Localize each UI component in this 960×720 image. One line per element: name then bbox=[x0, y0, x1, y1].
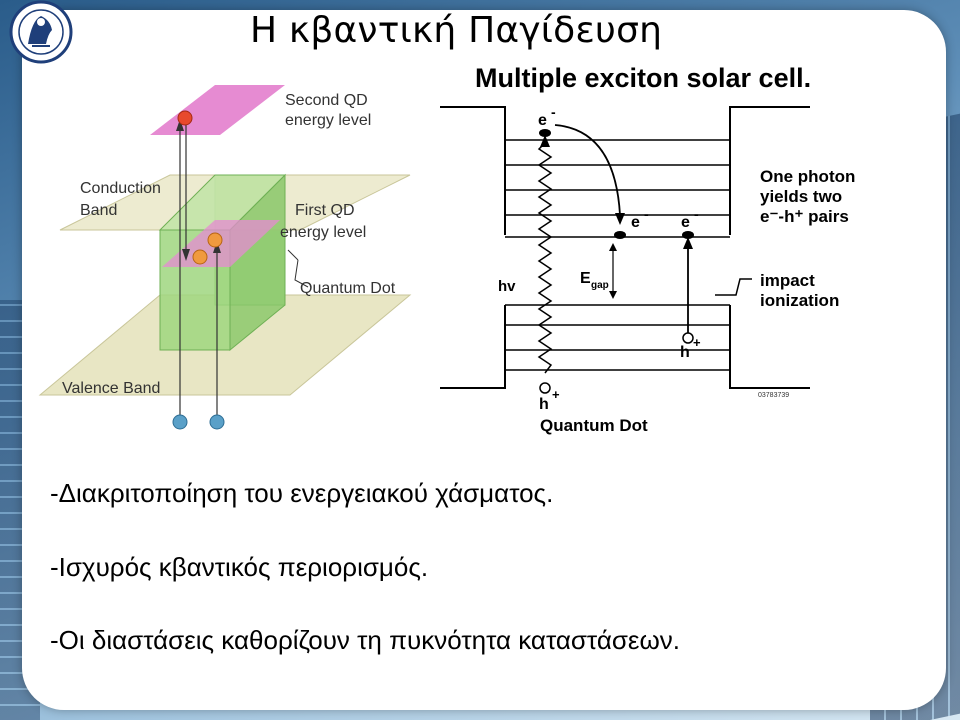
electron-relaxed bbox=[614, 231, 626, 239]
conduction-band-label-line1: Conduction bbox=[80, 180, 161, 197]
slide-title: Η κβαντική Παγίδευση bbox=[250, 10, 663, 51]
multiple-exciton-diagram: Multiple exciton solar cell. e - e - bbox=[440, 63, 855, 435]
first-qd-label-line2: energy level bbox=[280, 224, 366, 241]
svg-text:impact: impact bbox=[760, 271, 815, 290]
svg-text:h: h bbox=[539, 396, 549, 413]
first-qd-label-line1: First QD bbox=[295, 202, 355, 219]
bullet-confinement: -Ισχυρός κβαντικός περιορισμός. bbox=[50, 552, 429, 582]
photon-wave bbox=[537, 142, 553, 374]
electron-top bbox=[539, 129, 551, 137]
university-seal-logo bbox=[9, 0, 73, 64]
quantum-dot-label: Quantum Dot bbox=[300, 280, 396, 297]
svg-text:h: h bbox=[680, 344, 690, 361]
svg-text:+: + bbox=[693, 335, 701, 350]
electron-impact bbox=[682, 231, 694, 239]
image-code: 03783739 bbox=[758, 392, 789, 399]
quantum-dot-energy-diagram: Second QD energy level Conduction Band F… bbox=[38, 85, 412, 430]
svg-text:e⁻-h⁺ pairs: e⁻-h⁺ pairs bbox=[760, 207, 849, 226]
bullet-density-of-states: -Οι διαστάσεις καθορίζουν τη πυκνότητα κ… bbox=[50, 625, 681, 655]
bullet-discretization: -Διακριτοποίηση του ενεργειακού χάσματος… bbox=[50, 478, 554, 508]
red-electron-ball bbox=[177, 110, 193, 126]
svg-text:e: e bbox=[681, 214, 690, 231]
hole-impact bbox=[682, 332, 694, 344]
second-qd-level-plane bbox=[150, 85, 285, 135]
mec-title: Multiple exciton solar cell. bbox=[475, 63, 811, 93]
egap-label: E bbox=[580, 270, 591, 287]
blue-hole-ball-1 bbox=[172, 414, 188, 430]
svg-text:ionization: ionization bbox=[760, 291, 839, 310]
hole-bottom bbox=[539, 382, 551, 394]
svg-text:-: - bbox=[694, 206, 699, 222]
relaxation-arrow bbox=[554, 124, 621, 216]
quantum-dot-caption: Quantum Dot bbox=[540, 416, 648, 435]
svg-text:One photon: One photon bbox=[760, 167, 855, 186]
blue-hole-ball-2 bbox=[209, 414, 225, 430]
orange-electron-ball-1 bbox=[207, 232, 223, 248]
svg-text:e: e bbox=[631, 214, 640, 231]
second-qd-label-line2: energy level bbox=[285, 112, 371, 129]
impact-pointer bbox=[715, 278, 752, 296]
photon-label: hv bbox=[498, 278, 516, 295]
svg-text:gap: gap bbox=[591, 280, 609, 291]
svg-text:-: - bbox=[644, 206, 649, 222]
svg-text:-: - bbox=[551, 104, 556, 120]
svg-text:e: e bbox=[538, 112, 547, 129]
orange-electron-ball-2 bbox=[192, 249, 208, 265]
svg-text:+: + bbox=[552, 387, 560, 402]
svg-text:yields two: yields two bbox=[760, 187, 842, 206]
conduction-band-label-line2: Band bbox=[80, 202, 117, 219]
valence-band-label: Valence Band bbox=[62, 380, 160, 397]
second-qd-label-line1: Second QD bbox=[285, 92, 368, 109]
